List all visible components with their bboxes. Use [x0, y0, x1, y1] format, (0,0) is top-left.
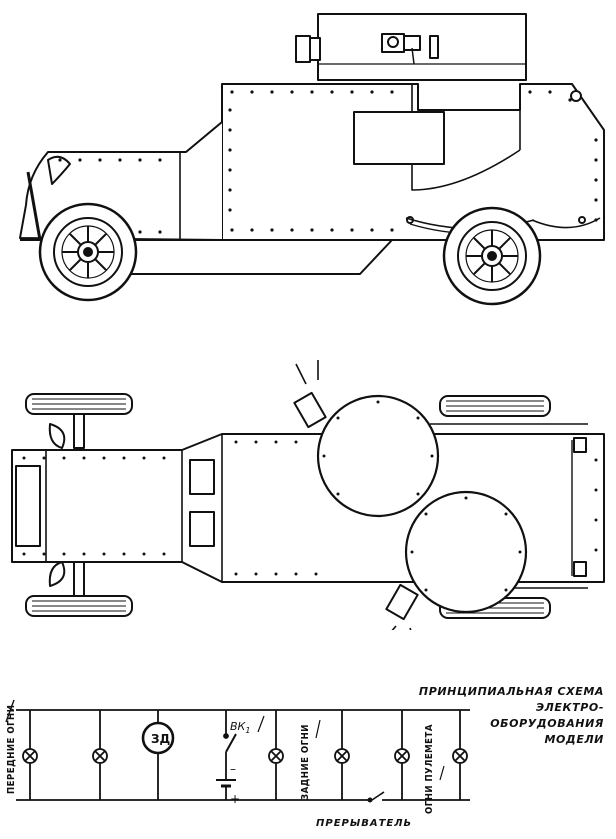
motor-symbol — [141, 721, 175, 755]
mg-lights-label: ОГНИ ПУЛЕМЕТА — [424, 724, 435, 814]
lamp-front-1 — [22, 748, 38, 764]
lamp-rear-1 — [268, 748, 284, 764]
rear-wheel-side — [442, 206, 542, 306]
scheme-title-line-2: ОБОРУДОВАНИЯ — [490, 717, 604, 730]
front-tyres-top — [25, 393, 133, 617]
scheme-title-line-1: ПРИНЦИПИАЛЬНАЯ СХЕМА ЭЛЕКТРО- — [418, 685, 604, 714]
rear-lights-label: ЗАДНИЕ ОГНИ — [300, 724, 311, 800]
switch-label: ВК1 — [230, 720, 250, 735]
interrupter-symbol — [367, 791, 385, 803]
front-wheel-side — [38, 202, 138, 302]
minus-label: – — [230, 762, 236, 776]
turrets-top — [293, 360, 528, 630]
rivets-top — [22, 400, 598, 592]
scheme-title-line-3: МОДЕЛИ — [544, 733, 604, 746]
lamp-front-2 — [92, 748, 108, 764]
front-lights-label: ПЕРЕДНИЕ ОГНИ — [6, 704, 17, 794]
interrupter-label: ПРЕРЫВАТЕЛЬ — [316, 818, 412, 829]
lamp-rear-2 — [334, 748, 350, 764]
side-view — [19, 13, 605, 306]
scheme-title: ПРИНЦИПИАЛЬНАЯ СХЕМА ЭЛЕКТРО- ОБОРУДОВАН… — [364, 684, 604, 748]
switch-symbol — [223, 733, 237, 753]
motor-label: ЗД — [151, 732, 170, 746]
turret-side — [295, 13, 527, 81]
battery-symbol — [216, 779, 236, 788]
wiring-diagram: ЗД ВК1 – + ПРЕРЫВАТЕЛЬ — [5, 699, 470, 829]
lamp-mg-2 — [452, 748, 468, 764]
top-view — [11, 360, 605, 630]
lamp-mg-1 — [394, 748, 410, 764]
plus-label: + — [230, 792, 240, 806]
rivets-side — [58, 90, 598, 234]
